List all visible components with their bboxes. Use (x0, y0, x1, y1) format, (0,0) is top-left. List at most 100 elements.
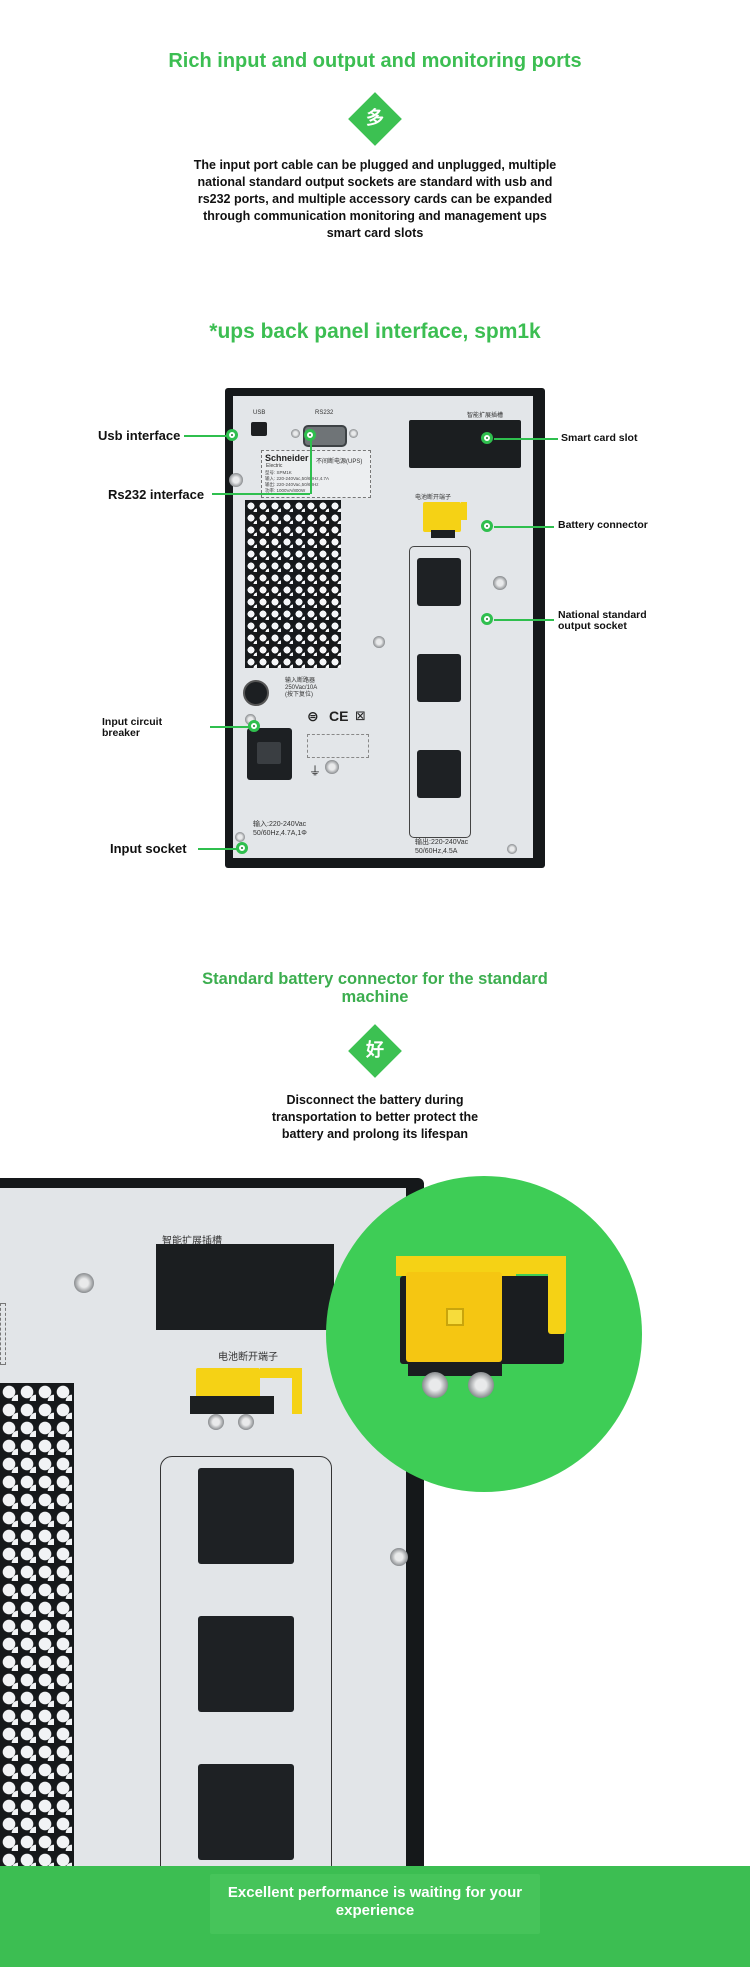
section1-description: The input port cable can be plugged and … (193, 158, 557, 240)
label-area (307, 734, 369, 758)
battery-connector (423, 502, 461, 532)
leader-breaker (210, 726, 250, 728)
zoom-connector-top (396, 1256, 516, 1276)
bottom-screw-left (235, 832, 245, 842)
label-output: National standard output socket (558, 609, 647, 632)
section1-title: Rich input and output and monitoring por… (168, 50, 582, 72)
output-socket-2 (417, 654, 461, 702)
leader-input-socket (198, 848, 238, 850)
label-rs232: Rs232 interface (108, 487, 205, 502)
spec-line: 输出: 220-240Vac,50/60Hz (265, 482, 319, 487)
usb-port (251, 422, 267, 436)
closeup-screw-2 (390, 1548, 408, 1566)
leader-rs232-v (310, 440, 312, 494)
brand-name: Schneider (265, 453, 309, 463)
breaker-note: (按下复位) (285, 692, 313, 698)
spec-line: 型号: SPM1K (265, 470, 292, 475)
battery-caption: 电池断开端子 (415, 495, 452, 501)
output-socket-1 (417, 558, 461, 606)
leader-smart-card (494, 438, 558, 440)
ups-closeup: 智能扩展插槽 电池断开端子 (0, 1178, 424, 1878)
footer-text: Excellent performance is waiting for you… (227, 1884, 523, 1919)
closeup-screw-1 (74, 1273, 94, 1293)
label-battery: Battery connector (558, 519, 648, 531)
brand-sub: Electric (266, 463, 283, 469)
spec-lines: 型号: SPM1K 输入: 220-240Vac,50/60Hz,4.7A 输出… (265, 470, 329, 494)
closeup-battery-lever (260, 1368, 302, 1378)
marker-input-socket (236, 842, 248, 854)
zoom-terminal-screw-2 (468, 1372, 494, 1398)
leader-rs232 (212, 493, 310, 495)
case-screw-left (229, 473, 243, 487)
closeup-terminal-2 (238, 1414, 254, 1430)
closeup-socket-1 (198, 1468, 294, 1564)
badge-char: 多 (366, 108, 384, 129)
socket-screw (245, 714, 256, 725)
closeup-battery-lever-v (292, 1368, 302, 1414)
rs232-caption: RS232 (315, 410, 334, 416)
closeup-terminal-1 (208, 1414, 224, 1430)
breaker-knob (243, 680, 269, 706)
leader-battery (494, 526, 554, 528)
zoom-connector-window (446, 1308, 464, 1326)
closeup-socket-2 (198, 1616, 294, 1712)
smart-slot-caption: 智能扩展插槽 (466, 413, 503, 419)
closeup-terminal-base (190, 1396, 274, 1414)
label-smart-card: Smart card slot (561, 432, 638, 444)
leader-output (494, 619, 554, 621)
model-caption: 不间断电源(UPS) (316, 459, 363, 465)
section3-title: Standard battery connector for the stand… (202, 970, 548, 1006)
input-rating-line1: 输入:220-240Vac (253, 821, 307, 828)
rs232-screw-left (291, 429, 300, 438)
output-rating-line1: 输出:220-240Vac (415, 839, 469, 846)
section3-description: Disconnect the battery during transporta… (271, 1093, 479, 1141)
input-socket-inner (257, 742, 281, 764)
output-socket-3 (417, 750, 461, 798)
recycle-icon: ⊜ (307, 708, 319, 724)
breaker-text: 输入断路器 250Vac/10A (按下复位) (285, 678, 355, 699)
closeup-battery-caption: 电池断开端子 (218, 1352, 278, 1363)
spec-line: 输入: 220-240Vac,50/60Hz,4.7A (265, 476, 329, 481)
spec-line: 功率: 1000VA/800W (265, 488, 306, 493)
input-rating-line2: 50/60Hz,4.7A,1Φ (253, 830, 307, 837)
input-rating: 输入:220-240Vac 50/60Hz,4.7A,1Φ (253, 820, 307, 838)
rs232-screw-right (349, 429, 358, 438)
zoom-terminal-screw-1 (422, 1372, 448, 1398)
marker-usb (226, 429, 238, 441)
battery-connector-tab (461, 502, 467, 520)
label-breaker: Input circuit breaker (102, 716, 163, 739)
ground-icon: ⏚ (309, 764, 322, 778)
weee-icon: ⊠ (355, 708, 366, 723)
panel-screw-mid (373, 636, 385, 648)
label-usb: Usb interface (98, 428, 181, 443)
marker-rs232 (304, 429, 316, 441)
closeup-smart-caption: 智能扩展插槽 (162, 1236, 222, 1247)
badge-char-2: 好 (366, 1040, 384, 1061)
marker-output (481, 613, 493, 625)
bottom-screw-right (507, 844, 517, 854)
output-socket-frame (409, 546, 471, 838)
closeup-grill (0, 1383, 74, 1878)
leader-usb (184, 435, 228, 437)
closeup-socket-3 (198, 1764, 294, 1860)
ce-mark: CE (329, 708, 349, 724)
breaker-caption: 输入断路器 (285, 678, 316, 684)
usb-caption: USB (253, 410, 266, 416)
nameplate: Schneider Electric 不间断电源(UPS) 型号: SPM1K … (261, 450, 371, 498)
input-socket (247, 728, 292, 780)
marker-breaker (248, 720, 260, 732)
ventilation-grill (245, 500, 341, 668)
smart-card-slot (409, 420, 521, 468)
closeup-smart-slot (156, 1244, 334, 1330)
marker-battery (481, 520, 493, 532)
closeup-label-edge (0, 1303, 6, 1365)
zoom-circle (326, 1176, 642, 1492)
case-screw-right (493, 576, 507, 590)
zoom-lever-v (548, 1256, 566, 1334)
battery-terminal-base (431, 530, 455, 538)
output-rating: 输出:220-240Vac 50/60Hz,4.5A (415, 838, 468, 856)
label-input-socket: Input socket (110, 841, 187, 856)
footer-text-panel (210, 1874, 540, 1934)
closeup-socket-frame (160, 1456, 332, 1878)
marker-smart-card (481, 432, 493, 444)
